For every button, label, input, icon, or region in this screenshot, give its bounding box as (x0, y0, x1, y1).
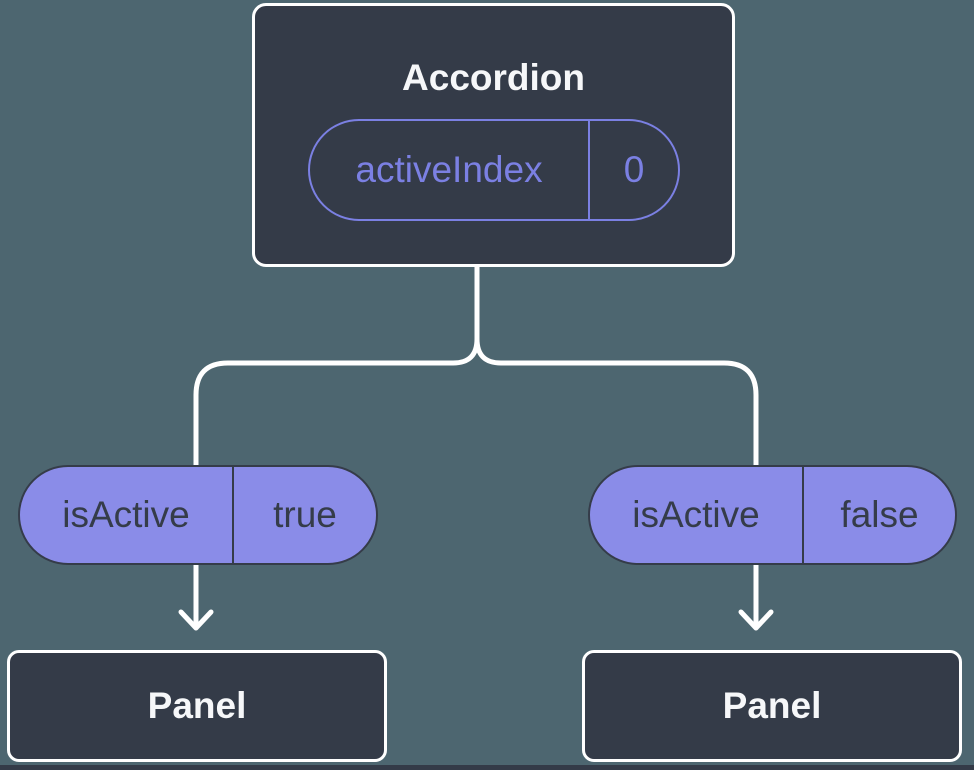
prop-value-label: false (802, 467, 955, 563)
prop-value-label: true (232, 467, 376, 563)
active-index-pill: activeIndex 0 (308, 119, 680, 221)
arrow-left-head-icon (178, 609, 214, 631)
panel-node-right: Panel (582, 650, 962, 762)
connector-right-branch (474, 263, 759, 469)
is-active-pill-right: isActive false (588, 465, 957, 565)
panel-node-label: Panel (722, 685, 822, 726)
prop-name-label: isActive (62, 494, 190, 535)
is-active-pill-left: isActive true (18, 465, 378, 565)
prop-name-label: isActive (632, 494, 760, 535)
panel-node-left: Panel (7, 650, 387, 762)
arrow-right-head-icon (738, 609, 774, 631)
accordion-node-title: Accordion (402, 57, 585, 98)
panel-node-label: Panel (147, 685, 247, 726)
connector-left-branch (193, 263, 480, 469)
accordion-node: Accordion activeIndex 0 (252, 3, 735, 267)
prop-value-label: 0 (588, 121, 678, 219)
prop-name-label: activeIndex (355, 149, 543, 190)
bottom-clipped-node-edge (0, 765, 974, 770)
